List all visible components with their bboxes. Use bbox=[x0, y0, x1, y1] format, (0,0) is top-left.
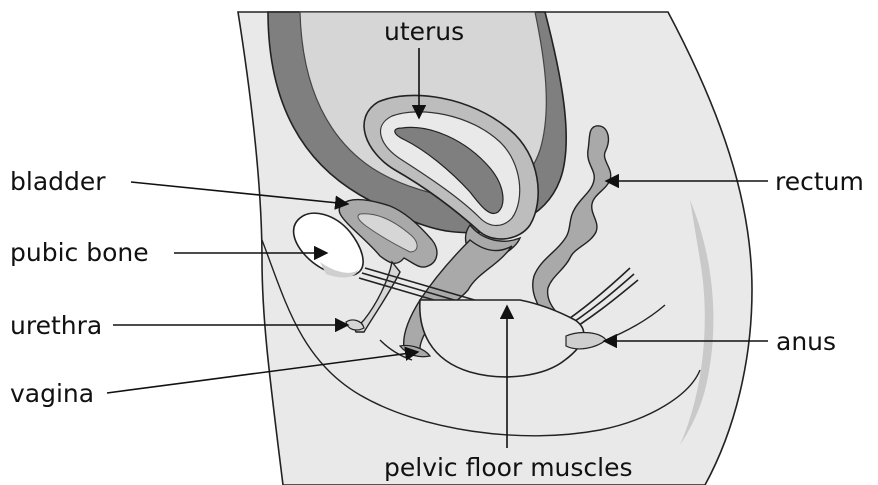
rectum-label: rectum bbox=[775, 167, 864, 196]
bladder-label: bladder bbox=[10, 167, 106, 196]
vagina-label: vagina bbox=[10, 379, 94, 408]
urethra-label: urethra bbox=[10, 311, 102, 340]
pubic-bone-label: pubic bone bbox=[10, 238, 149, 267]
anus-label: anus bbox=[776, 327, 836, 356]
pelvic-floor-label: pelvic floor muscles bbox=[384, 453, 633, 482]
uterus-label: uterus bbox=[384, 17, 464, 46]
